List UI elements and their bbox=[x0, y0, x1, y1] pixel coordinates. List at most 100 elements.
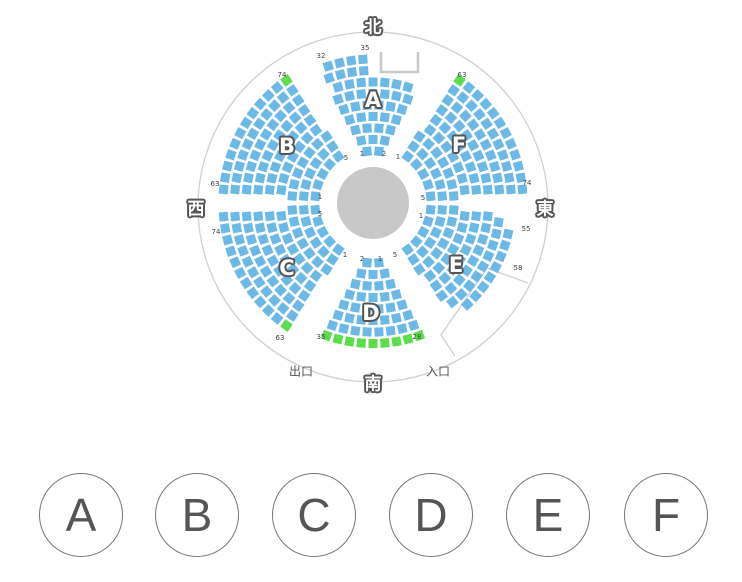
seat[interactable] bbox=[260, 285, 273, 298]
seat[interactable] bbox=[453, 139, 467, 153]
seat[interactable] bbox=[501, 160, 513, 172]
seat[interactable] bbox=[460, 129, 473, 142]
seat[interactable] bbox=[356, 268, 367, 279]
seat[interactable] bbox=[448, 205, 459, 215]
seat[interactable] bbox=[291, 94, 305, 107]
seat[interactable] bbox=[362, 146, 373, 157]
seat[interactable] bbox=[222, 160, 234, 172]
seat[interactable] bbox=[296, 237, 309, 250]
seat[interactable] bbox=[253, 184, 264, 195]
seat[interactable] bbox=[274, 283, 287, 297]
seat[interactable] bbox=[385, 101, 396, 112]
seat[interactable] bbox=[476, 280, 490, 294]
seat[interactable] bbox=[286, 130, 300, 143]
seat[interactable] bbox=[282, 291, 296, 305]
seat[interactable] bbox=[332, 93, 344, 105]
seat[interactable] bbox=[358, 66, 369, 76]
seat[interactable] bbox=[269, 233, 282, 245]
section-button-b[interactable]: B bbox=[155, 473, 239, 557]
seat[interactable] bbox=[280, 319, 293, 332]
seat[interactable] bbox=[281, 161, 294, 174]
seat[interactable] bbox=[434, 179, 446, 191]
seat[interactable] bbox=[218, 211, 229, 222]
seat[interactable] bbox=[245, 233, 257, 246]
seat[interactable] bbox=[402, 93, 414, 105]
seat[interactable] bbox=[269, 161, 282, 173]
seat[interactable] bbox=[437, 191, 448, 202]
seat[interactable] bbox=[466, 254, 480, 267]
seat[interactable] bbox=[437, 237, 450, 250]
seat[interactable] bbox=[390, 289, 402, 301]
seat[interactable] bbox=[391, 90, 402, 102]
seat[interactable] bbox=[332, 309, 344, 321]
seat[interactable] bbox=[379, 291, 390, 302]
seat[interactable] bbox=[253, 275, 266, 289]
seat[interactable] bbox=[249, 244, 262, 257]
seat[interactable] bbox=[276, 184, 287, 196]
seat[interactable] bbox=[441, 94, 455, 107]
seat[interactable] bbox=[391, 79, 402, 90]
seat[interactable] bbox=[300, 131, 314, 145]
seat[interactable] bbox=[480, 172, 492, 184]
seat[interactable] bbox=[379, 314, 390, 325]
seat[interactable] bbox=[288, 178, 300, 190]
seat[interactable] bbox=[423, 157, 437, 170]
seat[interactable] bbox=[253, 295, 267, 309]
seat[interactable] bbox=[261, 244, 274, 257]
seat[interactable] bbox=[489, 160, 501, 173]
seat[interactable] bbox=[237, 245, 249, 257]
seat[interactable] bbox=[416, 147, 429, 161]
seat[interactable] bbox=[460, 264, 473, 277]
seat[interactable] bbox=[356, 89, 367, 100]
seat[interactable] bbox=[401, 150, 414, 163]
seat[interactable] bbox=[425, 204, 436, 215]
seat[interactable] bbox=[233, 160, 245, 172]
seat[interactable] bbox=[456, 172, 468, 184]
seat[interactable] bbox=[274, 150, 287, 163]
seat[interactable] bbox=[344, 90, 355, 102]
seat[interactable] bbox=[350, 278, 361, 290]
seat[interactable] bbox=[254, 138, 267, 151]
seat[interactable] bbox=[497, 149, 509, 161]
seat[interactable] bbox=[385, 325, 396, 336]
seat[interactable] bbox=[344, 114, 356, 126]
seat[interactable] bbox=[465, 99, 478, 113]
seat[interactable] bbox=[502, 228, 514, 240]
seat[interactable] bbox=[459, 109, 472, 123]
seat[interactable] bbox=[358, 54, 368, 65]
seat[interactable] bbox=[239, 116, 253, 130]
seat[interactable] bbox=[368, 270, 378, 279]
seat[interactable] bbox=[344, 336, 355, 347]
seat[interactable] bbox=[287, 191, 298, 201]
seat[interactable] bbox=[446, 178, 458, 190]
seat[interactable] bbox=[452, 232, 465, 245]
seat[interactable] bbox=[447, 84, 460, 97]
seat[interactable] bbox=[245, 160, 257, 173]
seat[interactable] bbox=[268, 99, 281, 113]
seat[interactable] bbox=[450, 101, 464, 115]
seat[interactable] bbox=[270, 312, 284, 325]
seat[interactable] bbox=[401, 243, 414, 256]
seat[interactable] bbox=[356, 135, 367, 146]
seat[interactable] bbox=[476, 161, 489, 173]
seat[interactable] bbox=[338, 299, 350, 311]
seat[interactable] bbox=[413, 329, 426, 342]
seat[interactable] bbox=[338, 103, 350, 116]
seat[interactable] bbox=[487, 239, 499, 251]
seat[interactable] bbox=[466, 139, 480, 152]
seat[interactable] bbox=[300, 215, 312, 227]
seat[interactable] bbox=[391, 312, 402, 324]
seat[interactable] bbox=[417, 225, 430, 239]
seat[interactable] bbox=[279, 139, 293, 153]
seat[interactable] bbox=[462, 81, 476, 94]
seat[interactable] bbox=[459, 150, 472, 163]
seat[interactable] bbox=[493, 116, 507, 130]
seat[interactable] bbox=[396, 299, 408, 311]
seat[interactable] bbox=[316, 167, 329, 181]
seat[interactable] bbox=[442, 167, 455, 179]
seat[interactable] bbox=[346, 55, 357, 66]
seat[interactable] bbox=[332, 81, 344, 93]
seat[interactable] bbox=[264, 184, 275, 195]
seat[interactable] bbox=[344, 312, 355, 324]
seat[interactable] bbox=[446, 263, 460, 276]
